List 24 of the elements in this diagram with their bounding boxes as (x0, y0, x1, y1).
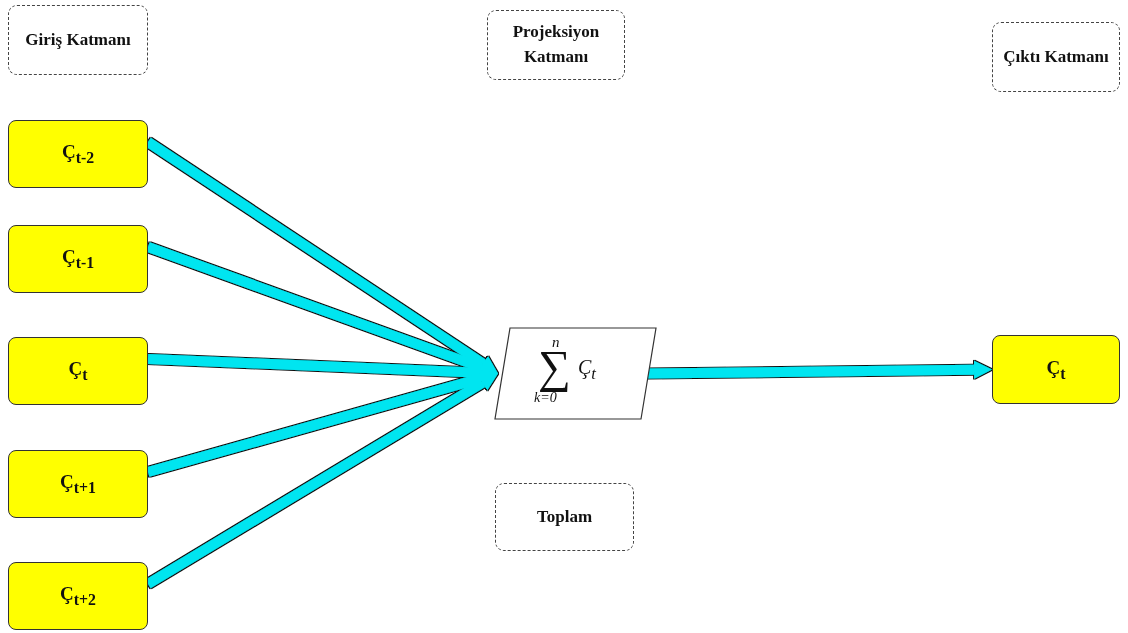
layer-label: Projeksiyon Katmanı (511, 21, 601, 68)
summation-parallelogram (494, 327, 657, 420)
layer-label-box (495, 483, 634, 551)
input-word-box (8, 450, 148, 518)
word-label: Ç$_{t-1}$ (61, 246, 95, 272)
word-label: Ç$_{t-2}$ (61, 141, 95, 167)
block-arrow (146, 242, 498, 376)
summand: Ç$_{t}$ (578, 357, 596, 383)
input-word-box (992, 335, 1120, 404)
input-word-box (8, 225, 148, 293)
layer-label: Toplam (536, 505, 593, 528)
layer-label-box (487, 10, 625, 80)
layer-label: Çıktı Katmanı (1003, 45, 1109, 68)
layer-label: Giriş Katmanı (25, 28, 131, 51)
input-word-box (8, 120, 148, 188)
lower-limit: k=0 (534, 391, 557, 405)
word-label: Ç$_{t}$ (68, 358, 88, 384)
input-word-box (8, 562, 148, 630)
word-label: Ç$_{t}$ (1046, 356, 1066, 383)
layer-label-box (8, 5, 148, 75)
layer-label-box (992, 22, 1120, 92)
word-label: Ç$_{t+2}$ (60, 583, 96, 609)
word-label: Ç$_{t+1}$ (60, 471, 96, 497)
input-word-box (8, 337, 148, 405)
